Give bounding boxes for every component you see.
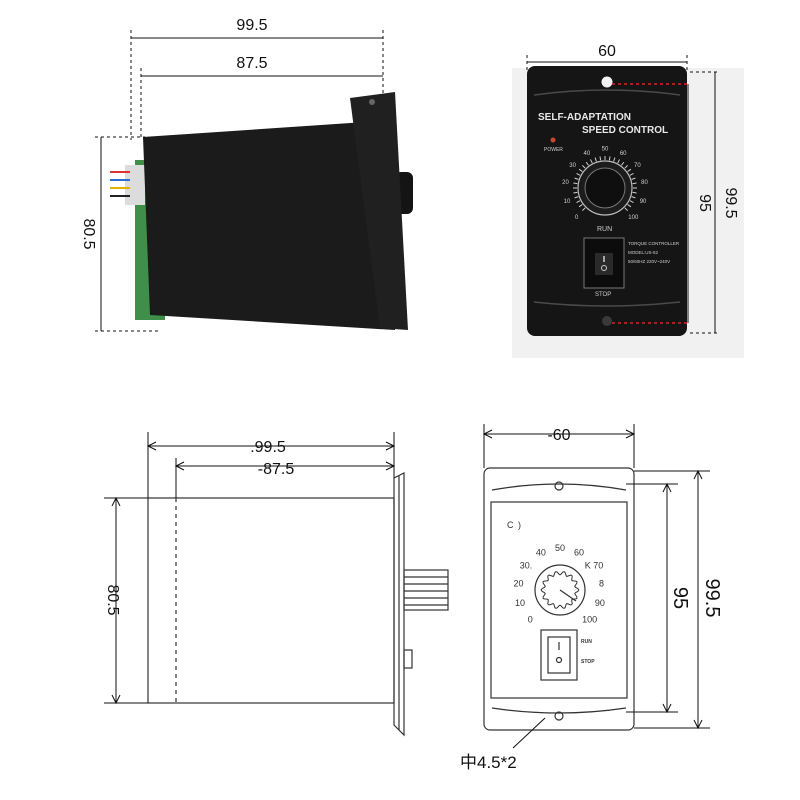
drawing-side-view <box>147 472 449 737</box>
panel-title-1: SELF-ADAPTATION <box>538 112 631 123</box>
power-label: POWER <box>544 147 563 153</box>
drawing-front-panel <box>490 501 628 699</box>
dial-tick-mark <box>632 191 637 194</box>
photo-side-height: 80.5 <box>80 218 97 249</box>
dial-tick-mark <box>617 159 620 164</box>
dial-tick-mark <box>627 204 632 208</box>
dial-tick-mark <box>629 200 634 203</box>
drawing-side-width-inner: -87.5 <box>258 461 295 478</box>
drawing-dial-label: 90 <box>595 598 605 608</box>
photo-front-width: 60 <box>598 43 616 60</box>
drawing-dial-label: 20 <box>514 578 524 588</box>
drawing-stop-label: STOP <box>581 659 595 665</box>
drawing-dial-label: K 70 <box>585 560 604 570</box>
dial-tick-mark <box>613 157 616 162</box>
run-label-photo: RUN <box>597 226 612 233</box>
drawing-side-body <box>147 497 395 704</box>
photo-dial-label: 50 <box>602 147 609 153</box>
drawing-front-dims <box>482 424 710 749</box>
photo-side-dims <box>95 30 384 332</box>
dial-tick-mark <box>585 161 589 166</box>
drawing-dial-label: 0 <box>528 615 533 625</box>
photo-dial-label: 100 <box>628 215 639 221</box>
dial-tick-mark <box>624 207 628 211</box>
photo-dial-label: 0 <box>575 215 579 221</box>
photo-side-width-inner: 87.5 <box>236 55 267 72</box>
dial-tick-mark <box>573 191 578 194</box>
drawing-power-mark: C <box>507 520 514 530</box>
drawing-mount-hole-bottom <box>554 711 564 721</box>
drawing-hole-note: 中4.5*2 <box>460 753 517 772</box>
spec-line-2: MODEL:US-52 <box>628 250 659 255</box>
drawing-dial-label: 40 <box>536 548 546 558</box>
dial-tick-mark <box>578 204 583 208</box>
photo-side-view <box>95 92 425 355</box>
drawing-run-label: RUN <box>581 639 592 645</box>
photo-dial-label: 40 <box>583 151 590 157</box>
spec-line-3: 50/60HZ 220V~240V <box>628 259 670 264</box>
dial-tick-mark <box>624 165 628 169</box>
drawing-front-height-inner: 95 <box>669 587 691 609</box>
drawing-knob-scallop <box>540 571 580 609</box>
photo-front-view: SELF-ADAPTATION SPEED CONTROL POWER 0 10 2… <box>527 66 687 336</box>
svg-text:): ) <box>518 520 521 530</box>
dial-tick-mark <box>621 161 625 166</box>
photo-front-height-inner: 95 <box>696 194 713 212</box>
drawing-dial-label: 100 <box>582 615 597 625</box>
controller-body-side <box>143 120 395 330</box>
photo-side-width-outer: 99.5 <box>236 17 267 34</box>
photo-dial-label: 60 <box>620 151 627 157</box>
dial-tick-mark <box>576 200 581 203</box>
drawing-dial-label: 50 <box>555 543 565 553</box>
photo-dial-label: 80 <box>641 180 648 186</box>
drawing-side-width-outer: .99.5 <box>250 439 286 456</box>
dial-tick-mark <box>573 182 578 185</box>
drawing-dial-label: 8 <box>599 578 604 588</box>
dial-tick-mark <box>594 157 597 162</box>
dial-tick-mark <box>608 156 611 161</box>
drawing-side-knob <box>403 569 449 611</box>
dial-tick-mark <box>576 173 581 176</box>
drawing-side-height: 80.5 <box>104 584 121 615</box>
dial-tick-mark <box>574 196 579 199</box>
photo-dial-label: 90 <box>640 199 647 205</box>
photo-dial-label: 20 <box>562 180 569 186</box>
spec-line-1: TORQUE CONTROLLER <box>628 241 680 246</box>
run-stop-switch-photo <box>583 237 625 289</box>
mount-hole-top <box>601 76 613 88</box>
photo-dial-label: 70 <box>634 163 641 169</box>
dial-tick-mark <box>590 159 593 164</box>
photo-dial-label: 30 <box>569 163 576 169</box>
drawing-front-outline <box>483 467 635 731</box>
dial-tick-mark <box>629 173 634 176</box>
drawing-dial-label: 60 <box>574 548 584 558</box>
drawing-front-height-outer: 99.5 <box>701 579 723 618</box>
drawing-front-view <box>483 467 635 731</box>
dial-tick-mark <box>627 168 632 172</box>
drawing-dial-label: 10 <box>515 598 525 608</box>
power-led <box>550 137 556 143</box>
drawing-front-width: -60 <box>547 427 570 444</box>
drawing-speed-dial <box>534 564 586 616</box>
dial-tick-mark <box>632 182 637 185</box>
front-plate-side <box>350 92 408 330</box>
stop-label-photo: STOP <box>595 292 611 298</box>
dial-tick-mark <box>574 177 579 180</box>
dial-tick-mark <box>631 196 636 199</box>
dial-tick-mark <box>582 207 586 211</box>
panel-title-2: SPEED CONTROL <box>582 125 668 136</box>
dial-tick-mark <box>631 177 636 180</box>
photo-front-height-outer: 99.5 <box>722 187 739 218</box>
dial-tick-mark <box>582 165 586 169</box>
drawing-side-dims <box>104 432 396 705</box>
photo-front-dims <box>526 55 720 334</box>
dial-tick-mark <box>599 156 602 161</box>
drawing-dial-label: 30. <box>520 560 533 570</box>
mount-hole-bottom <box>602 316 612 326</box>
drawing-mount-hole-top <box>554 481 564 491</box>
dial-tick-mark <box>578 168 583 172</box>
drawing-run-stop-switch <box>540 629 578 681</box>
photo-dial-label: 10 <box>564 199 571 205</box>
